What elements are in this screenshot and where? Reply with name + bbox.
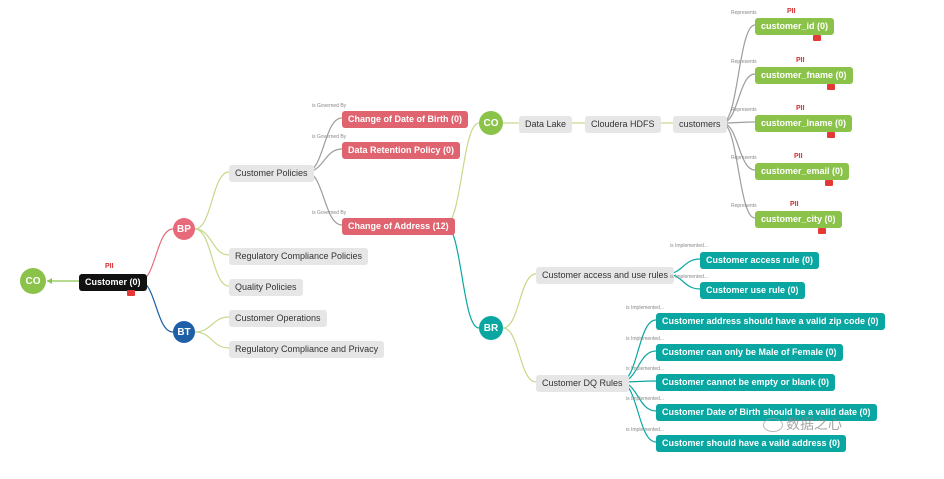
co-left-circle[interactable]: CO <box>20 268 46 294</box>
watermark-text: 数据之心 <box>786 416 842 432</box>
link-coa-co <box>444 122 480 226</box>
implemented-label: is Implemented... <box>670 243 709 249</box>
column-badge <box>827 84 835 90</box>
represents-label: Represents <box>731 107 757 113</box>
implemented-label: is Implemented... <box>626 427 665 433</box>
column-pii-tag: PII <box>796 105 805 112</box>
br-circle[interactable]: BR <box>479 316 503 340</box>
column-pii-tag: PII <box>796 57 805 64</box>
column-pii-tag: PII <box>787 8 796 15</box>
link-br-child <box>502 327 537 383</box>
link-governed <box>305 117 343 173</box>
link-br-child <box>502 273 537 329</box>
dq-rule-not-empty[interactable]: Customer cannot be empty or blank (0) <box>656 374 836 391</box>
root-badge <box>127 290 135 296</box>
customer-access-rule-node[interactable]: Customer access rule (0) <box>700 252 820 269</box>
data-lake-node[interactable]: Data Lake <box>519 116 573 133</box>
customers-node[interactable]: customers <box>673 116 727 133</box>
link-column <box>721 122 756 219</box>
column-pii-tag: PII <box>790 201 799 208</box>
customer-access-rules-node[interactable]: Customer access and use rules <box>536 267 675 284</box>
link-column <box>721 73 756 124</box>
regulatory-compliance-privacy-node[interactable]: Regulatory Compliance and Privacy <box>229 341 385 358</box>
link-dq <box>619 319 657 383</box>
column-customer-lname[interactable]: customer_lname (0) <box>755 115 853 132</box>
dq-rule-valid-address[interactable]: Customer should have a vaild address (0) <box>656 435 847 452</box>
represents-label: Represents <box>731 155 757 161</box>
represents-label: Represents <box>731 10 757 16</box>
link-coa-br <box>444 224 480 329</box>
governed-by-label: is Governed By <box>312 103 347 109</box>
implemented-label: is Implemented... <box>670 274 709 280</box>
link-column <box>721 121 756 124</box>
link-column <box>721 24 756 124</box>
column-customer-fname[interactable]: customer_fname (0) <box>755 67 853 84</box>
link-column <box>721 122 756 171</box>
customer-dq-rules-node[interactable]: Customer DQ Rules <box>536 375 629 392</box>
represents-label: Represents <box>731 203 757 209</box>
change-of-address-node[interactable]: Change of Address (12) <box>342 218 455 235</box>
cloudera-hdfs-node[interactable]: Cloudera HDFS <box>585 116 661 133</box>
wechat-icon <box>763 418 783 432</box>
column-badge <box>818 228 826 234</box>
column-customer-id[interactable]: customer_id (0) <box>755 18 835 35</box>
link-bt-child <box>194 316 230 333</box>
quality-policies-node[interactable]: Quality Policies <box>229 279 303 296</box>
implemented-label: is Implemented... <box>626 336 665 342</box>
customer-operations-node[interactable]: Customer Operations <box>229 310 327 327</box>
link-bp-child <box>194 171 230 230</box>
link-bt-child <box>194 331 230 349</box>
customer-root-node[interactable]: Customer (0) <box>79 274 147 291</box>
bt-circle[interactable]: BT <box>173 321 195 343</box>
customer-policies-node[interactable]: Customer Policies <box>229 165 314 182</box>
root-pii-tag: PII <box>105 263 114 270</box>
co-circle[interactable]: CO <box>479 111 503 135</box>
bp-circle[interactable]: BP <box>173 218 195 240</box>
dq-rule-male-female[interactable]: Customer can only be Male of Female (0) <box>656 344 843 361</box>
represents-label: Represents <box>731 59 757 65</box>
implemented-label: is Implemented... <box>626 366 665 372</box>
column-badge <box>813 35 821 41</box>
column-pii-tag: PII <box>794 153 803 160</box>
column-badge <box>827 132 835 138</box>
column-customer-email[interactable]: customer_email (0) <box>755 163 850 180</box>
implemented-label: is Implemented... <box>626 305 665 311</box>
dq-rule-valid-zip[interactable]: Customer address should have a valid zip… <box>656 313 885 330</box>
column-badge <box>825 180 833 186</box>
link-bp-child <box>194 228 230 256</box>
dq-rule-valid-dob[interactable]: Customer Date of Birth should be a valid… <box>656 404 877 421</box>
link-bp-child <box>194 228 230 287</box>
customer-use-rule-node[interactable]: Customer use rule (0) <box>700 282 805 299</box>
implemented-label: is Implemented... <box>626 396 665 402</box>
arrow-head <box>47 278 52 284</box>
governed-by-label: is Governed By <box>312 134 347 140</box>
column-customer-city[interactable]: customer_city (0) <box>755 211 842 228</box>
change-of-dob-node[interactable]: Change of Date of Birth (0) <box>342 111 468 128</box>
data-retention-policy-node[interactable]: Data Retention Policy (0) <box>342 142 461 159</box>
regulatory-compliance-policies-node[interactable]: Regulatory Compliance Policies <box>229 248 369 265</box>
governed-by-label: is Governed By <box>312 210 347 216</box>
